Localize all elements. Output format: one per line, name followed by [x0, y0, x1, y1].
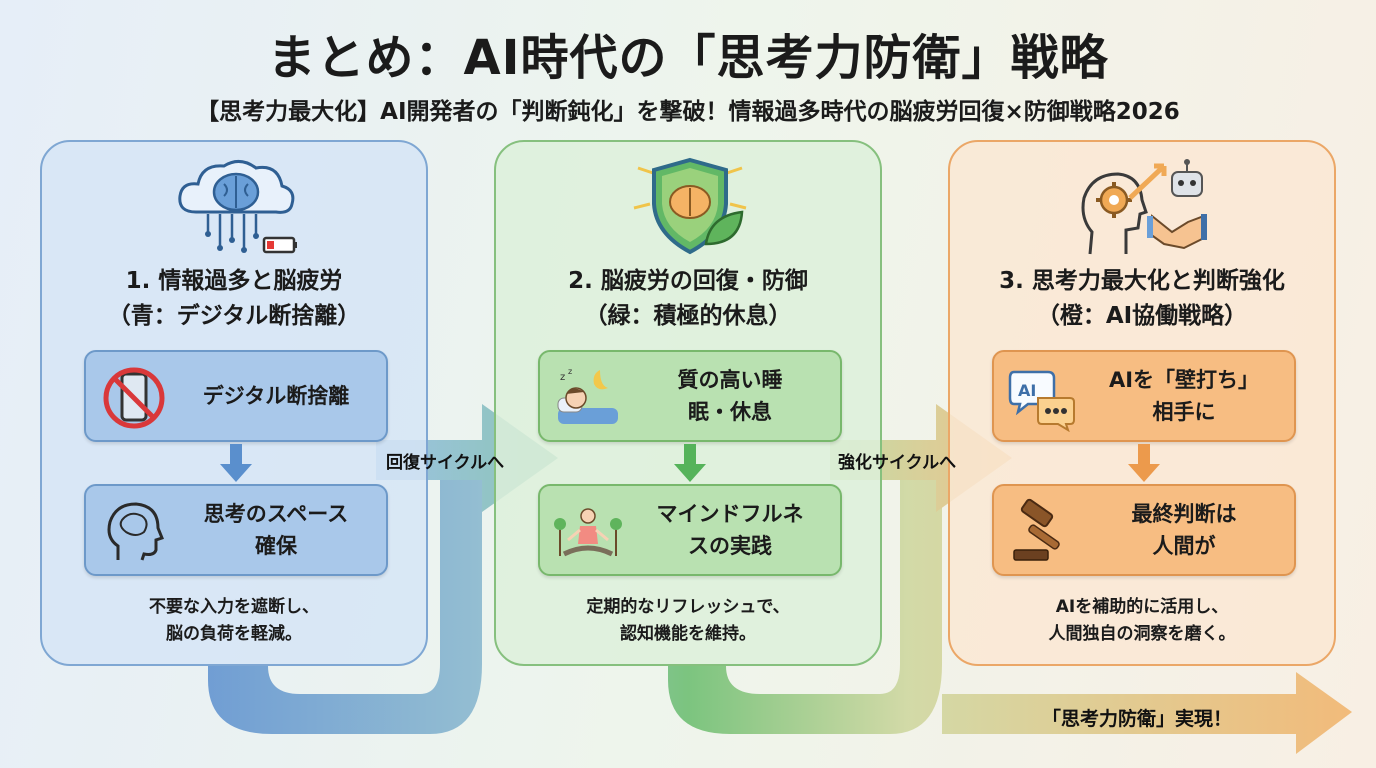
final-goal-label: 「思考力防衛」実現！: [1042, 708, 1233, 730]
cloud-brain-low-battery-icon: [178, 160, 297, 254]
step-thinking-space: 思考のスペース確保: [84, 484, 388, 576]
panel-information-overload: 1. 情報過多と脳疲労 （青：デジタル断捨離） デジタル断捨離 思考のスペース確…: [40, 140, 428, 666]
no-phone-icon: [103, 367, 165, 429]
page-title: まとめ：AI時代の「思考力防衛」戦略: [267, 30, 1109, 86]
head-brain-icon: [107, 502, 164, 561]
step-human-final-judgment: 最終判断は人間が: [992, 484, 1296, 576]
panel-note: 定期的なリフレッシュで、 認知機能を維持。: [586, 597, 790, 644]
panel-title: 3. 思考力最大化と判断強化 （橙：AI協働戦略）: [999, 268, 1285, 329]
panel-note: AIを補助的に活用し、 人間独自の洞察を磨く。: [1048, 597, 1236, 644]
arrow-label-strengthen-cycle: 強化サイクルへ: [838, 453, 957, 473]
panel-title: 1. 情報過多と脳疲労 （青：デジタル断捨離）: [107, 268, 361, 329]
arrow-label-recovery-cycle: 回復サイクルへ: [386, 453, 505, 473]
svg-text:z: z: [560, 372, 565, 383]
ai-chat-bubble-icon: AI: [1008, 370, 1075, 432]
page-subtitle: 【思考力最大化】AI開発者の「判断鈍化」を撃破！情報過多時代の脳疲労回復×防御戦…: [196, 99, 1180, 125]
step-mindfulness: マインドフルネスの実践: [538, 484, 842, 576]
panel-note: 不要な入力を遮断し、 脳の負荷を軽減。: [149, 597, 319, 644]
meditation-icon: [554, 508, 622, 557]
shield-brain-leaf-icon: [633, 157, 747, 255]
down-arrow-icon: [1128, 444, 1160, 482]
svg-text:AI: AI: [1018, 381, 1036, 400]
head-gear-robot-handshake-icon: [1081, 159, 1207, 255]
panel-recovery-defense: 2. 脳疲労の回復・防御 （緑：積極的休息） z z 質の高い睡眠・休息: [494, 140, 882, 666]
panel-thinking-maximization: 3. 思考力最大化と判断強化 （橙：AI協働戦略） AI AIを「壁打ち」相手に…: [948, 140, 1336, 666]
step-ai-sparring: AI AIを「壁打ち」相手に: [992, 350, 1296, 442]
gavel-icon: [1013, 498, 1060, 561]
step-quality-sleep: z z 質の高い睡眠・休息: [538, 350, 842, 442]
step-digital-detox: デジタル断捨離: [84, 350, 388, 442]
panel-title: 2. 脳疲労の回復・防御 （緑：積極的休息）: [568, 268, 808, 329]
svg-text:z: z: [568, 367, 572, 376]
sleeping-person-icon: z z: [557, 367, 618, 424]
bottom-flow-ribbon: [208, 470, 482, 734]
final-arrow-shape: [942, 672, 1352, 754]
down-arrow-icon: [674, 444, 706, 482]
down-arrow-icon: [220, 444, 252, 482]
bottom-flow-ribbon-2: [668, 470, 942, 734]
